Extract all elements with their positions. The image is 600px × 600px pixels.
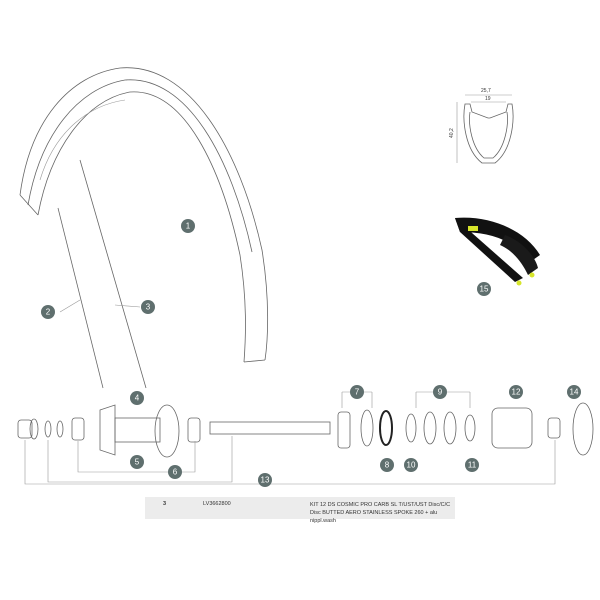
callout-7: 7 xyxy=(350,385,364,399)
callout-6: 6 xyxy=(168,465,182,479)
callout-10: 10 xyxy=(404,458,418,472)
svg-text:6: 6 xyxy=(173,468,178,477)
inner-width-dimension: 19 xyxy=(485,96,491,102)
callout-15: 15 xyxy=(477,282,491,296)
svg-text:3: 3 xyxy=(146,303,151,312)
part-reference: LV3662800 xyxy=(203,501,231,507)
svg-text:12: 12 xyxy=(512,388,521,397)
svg-text:8: 8 xyxy=(385,461,390,470)
svg-text:14: 14 xyxy=(570,388,579,397)
svg-text:13: 13 xyxy=(261,476,270,485)
leader-lines xyxy=(24,391,556,485)
svg-text:1: 1 xyxy=(186,222,191,231)
callout-8: 8 xyxy=(380,458,394,472)
height-dimension: 40,2 xyxy=(449,128,455,138)
svg-text:11: 11 xyxy=(468,461,477,470)
callout-3: 3 xyxy=(141,300,155,314)
svg-text:15: 15 xyxy=(480,285,489,294)
parts-table-row: 3 LV3662800 KIT 12 DS COSMIC PRO CARB SL… xyxy=(145,497,455,524)
callout-5: 5 xyxy=(130,455,144,469)
svg-text:5: 5 xyxy=(135,458,140,467)
part-description: KIT 12 DS COSMIC PRO CARB SL T/UST/UST D… xyxy=(310,502,451,524)
hub-assembly xyxy=(17,402,594,458)
callout-9: 9 xyxy=(433,385,447,399)
rim xyxy=(19,67,269,363)
spokes xyxy=(57,159,147,389)
callout-12: 12 xyxy=(509,385,523,399)
callout-2: 2 xyxy=(41,305,55,319)
rim-cross-section: 25,7 19 40,2 xyxy=(449,88,514,164)
tire xyxy=(455,217,540,286)
svg-text:7: 7 xyxy=(355,388,360,397)
callout-13: 13 xyxy=(258,473,272,487)
svg-text:9: 9 xyxy=(438,388,443,397)
svg-text:4: 4 xyxy=(135,394,140,403)
callout-1: 1 xyxy=(181,219,195,233)
part-number: 3 xyxy=(163,501,167,507)
svg-text:10: 10 xyxy=(407,461,416,470)
callout-4: 4 xyxy=(130,391,144,405)
callout-11: 11 xyxy=(465,458,479,472)
svg-text:2: 2 xyxy=(46,308,51,317)
outer-width-dimension: 25,7 xyxy=(481,88,491,94)
callout-14: 14 xyxy=(567,385,581,399)
